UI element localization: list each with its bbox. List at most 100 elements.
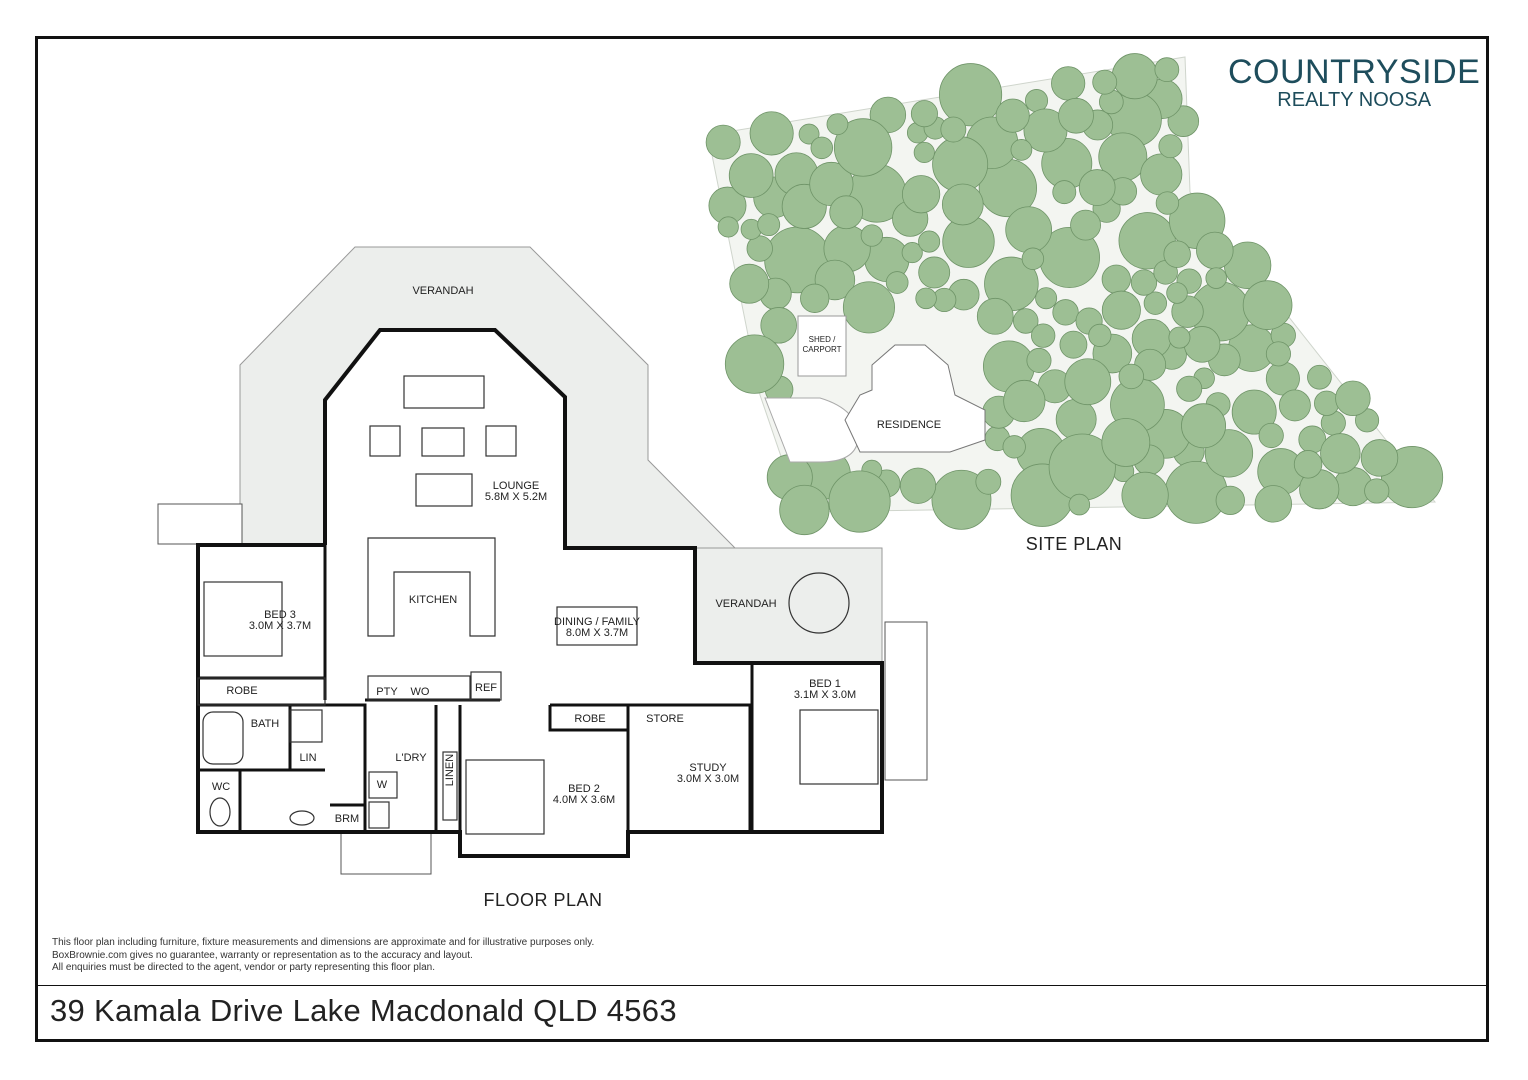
tree [1118,363,1144,390]
disclaimer-line: BoxBrownie.com gives no guarantee, warra… [52,949,473,961]
tree [1055,398,1097,440]
sofa [415,473,473,507]
tree [941,183,984,226]
tree [915,287,937,310]
tree [1002,435,1026,459]
tree [899,467,937,504]
tree [860,224,884,247]
footer-divider [35,985,1489,986]
kitchen-label: KITCHEN [409,594,457,606]
tree [1314,390,1340,416]
shed-label: SHED / [809,335,836,344]
tree [1335,380,1371,417]
tree [913,141,935,164]
dining-label: DINING / FAMILY [554,616,641,628]
tree [1021,247,1045,270]
site-plan-title: SITE PLAN [1026,534,1123,554]
bed1-label: BED 1 [809,678,841,690]
robe3-label: ROBE [226,685,257,697]
tree [717,216,739,238]
tree [1183,326,1221,363]
sofa [403,375,485,409]
tree [1364,478,1390,504]
bathtub [202,711,244,765]
tree [1058,97,1094,134]
trough [368,801,390,829]
tree [901,175,941,214]
tree [1205,267,1227,289]
tree [1088,323,1112,347]
bed1-size: 3.1M X 3.0M [794,689,856,701]
disclaimer-line: All enquiries must be directed to the ag… [52,962,435,973]
tree [1258,422,1284,449]
tree [1154,57,1180,83]
tree [724,334,785,394]
tree [1052,299,1079,326]
tree [1163,240,1191,268]
tree [828,470,891,533]
steps-left [157,503,243,545]
washer-label: W [377,779,388,791]
dining-table [556,606,638,646]
tree [1101,290,1141,330]
coffee-table [421,427,465,457]
tree [1196,231,1234,270]
tree [1059,330,1088,359]
pty-label: PTY [376,686,398,698]
logo-line2: REALTY NOOSA [1277,89,1432,111]
pantry-cupboards [367,675,471,701]
wc-label: WC [212,781,230,793]
logo-line1: COUNTRYSIDE [1228,53,1481,91]
carport-label: CARPORT [803,345,842,354]
bed3-label: BED 3 [264,609,296,621]
dining-size: 8.0M X 3.7M [566,627,628,639]
tree [1320,433,1361,474]
tree [1360,439,1399,477]
tree [1070,209,1101,241]
agency-logo: COUNTRYSIDE REALTY NOOSA [1228,54,1480,110]
lounge-label: LOUNGE [493,480,539,492]
tree [1166,282,1188,304]
tree [1231,389,1277,435]
tree [1130,269,1158,296]
tree [1293,450,1323,479]
tree [833,118,893,177]
bed2-label: BED 2 [568,783,600,795]
bed3-bed [203,581,283,657]
tree [995,98,1030,133]
tree [1064,358,1112,406]
property-address: 39 Kamala Drive Lake Macdonald QLD 4563 [50,993,677,1028]
tree [1278,389,1311,422]
exterior-walls [196,328,884,858]
bed2-size: 4.0M X 3.6M [553,794,615,806]
tree [918,230,941,253]
armchair [485,425,517,457]
tree [798,123,820,145]
shed-carport [797,315,847,377]
shower [289,709,323,743]
bath-label: BATH [251,718,280,730]
residence-outline [844,344,986,453]
tree [1181,403,1227,449]
tree [746,235,773,262]
washer [368,771,398,799]
verandah-top-label: VERANDAH [412,285,473,297]
tree [1035,287,1058,310]
tree [932,136,989,193]
disclaimer-line: This floor plan including furniture, fix… [52,937,595,948]
kitchen-bench [367,537,496,637]
tree [1121,471,1169,520]
wo-label: WO [411,686,430,698]
tree [705,124,741,160]
tree [910,100,938,128]
tree [1003,379,1046,423]
laundry-label: L'DRY [395,752,427,764]
study-size: 3.0M X 3.0M [677,773,739,785]
tree [1176,375,1203,402]
tree [901,242,923,264]
tree [1068,493,1091,516]
tree [976,297,1014,335]
tree [1254,485,1293,523]
tree [749,111,794,156]
